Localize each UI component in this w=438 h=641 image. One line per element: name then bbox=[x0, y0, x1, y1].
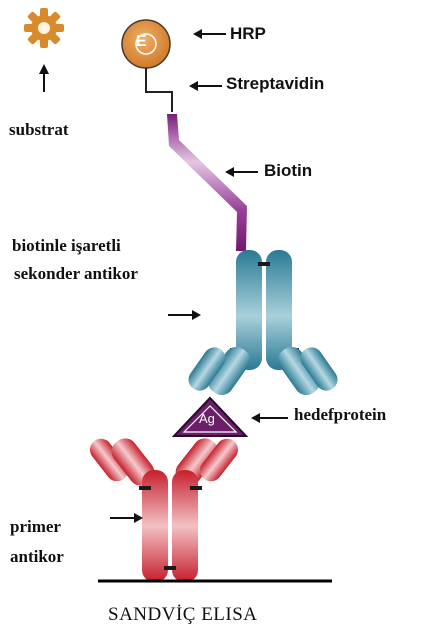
primary-antibody bbox=[86, 434, 243, 582]
substrate-label: substrat bbox=[9, 120, 69, 140]
antigen-label: Ag bbox=[199, 411, 215, 426]
sun-substrate-icon bbox=[24, 8, 64, 48]
primary-antibody-label-line1: primer bbox=[10, 517, 61, 537]
arrow-icon bbox=[39, 64, 49, 92]
streptavidin-tether bbox=[146, 68, 172, 112]
hrp-label: HRP bbox=[230, 24, 266, 44]
secondary-antibody bbox=[184, 250, 342, 400]
secondary-antibody-label-line1: biotinle işaretli bbox=[12, 236, 121, 256]
secondary-antibody-label-line2: sekonder antikor bbox=[14, 264, 138, 284]
streptavidin-label: Streptavidin bbox=[226, 74, 324, 94]
diagram-caption: SANDVİÇ ELISA bbox=[108, 604, 258, 626]
biotin-linker bbox=[167, 114, 247, 251]
target-protein-label: hedefprotein bbox=[294, 405, 386, 425]
biotin-label: Biotin bbox=[264, 161, 312, 181]
enzyme-letter: E bbox=[136, 33, 147, 51]
primary-antibody-label-line2: antikor bbox=[10, 547, 64, 567]
